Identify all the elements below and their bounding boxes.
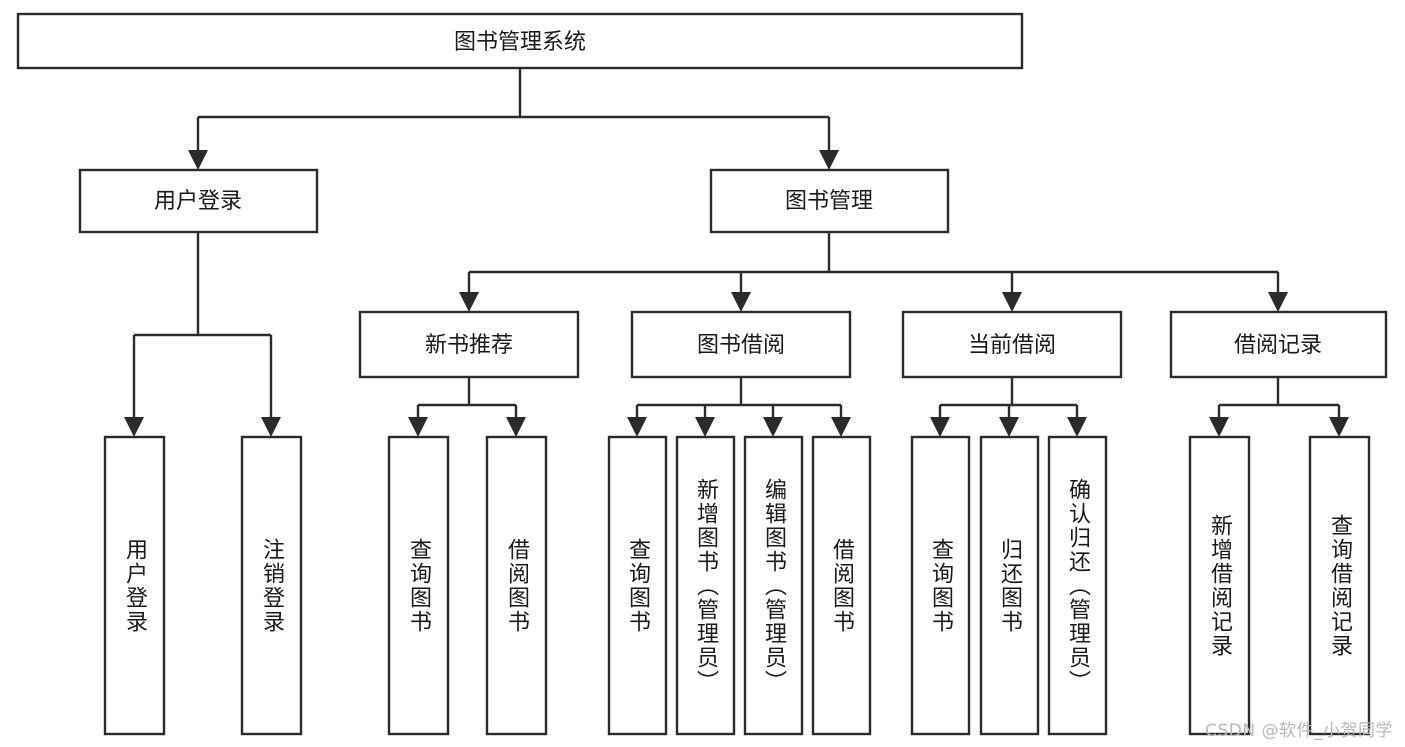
arrow-current-to-leaf-3 <box>1067 417 1087 437</box>
node-leaf-add-book-admin[interactable]: 新增图书（管理员） <box>675 435 736 736</box>
arrow-book-mgmt-to-new-books <box>459 292 479 312</box>
node-leaf-query-borrow-record-label: 查询借阅记录 <box>1327 514 1353 658</box>
csdn-watermark: CSDN @软件_小贺同学 <box>1205 721 1393 741</box>
node-leaf-query-books[interactable]: 查询图书 <box>607 435 668 736</box>
node-leaf-query-books-new[interactable]: 查询图书 <box>387 435 450 736</box>
node-borrow-records[interactable]: 借阅记录 <box>1169 310 1388 379</box>
arrow-records-to-leaf-1 <box>1209 417 1229 437</box>
node-leaf-edit-book-admin[interactable]: 编辑图书（管理员） <box>743 435 804 736</box>
node-borrow-records-label: 借阅记录 <box>1234 333 1322 358</box>
arrow-user-login-to-leaf-2 <box>261 417 281 437</box>
node-leaf-borrow-books-new[interactable]: 借阅图书 <box>485 435 548 736</box>
node-current-borrow-label: 当前借阅 <box>968 333 1056 358</box>
node-leaf-add-borrow-record-label: 新增借阅记录 <box>1207 514 1233 658</box>
node-leaf-query-books-current-box[interactable] <box>910 435 971 736</box>
node-leaf-return-books-box[interactable] <box>979 435 1040 736</box>
node-leaf-confirm-return-admin[interactable]: 确认归还（管理员） <box>1047 435 1108 736</box>
node-leaf-query-borrow-record-box[interactable] <box>1308 435 1371 736</box>
node-leaf-query-books-box[interactable] <box>607 435 668 736</box>
node-book-borrow-label: 图书借阅 <box>697 333 785 358</box>
arrow-book-mgmt-to-current <box>1002 292 1022 312</box>
node-leaf-user-login[interactable]: 用户登录 <box>103 435 166 736</box>
node-book-borrow-box[interactable] <box>630 310 852 379</box>
arrow-borrow-to-leaf-1 <box>627 417 647 437</box>
node-leaf-query-books-current-label: 查询图书 <box>928 538 954 634</box>
node-user-login-label: 用户登录 <box>154 189 242 214</box>
arrow-new-books-to-leaf-1 <box>408 417 428 437</box>
node-leaf-query-borrow-record[interactable]: 查询借阅记录 <box>1308 435 1371 736</box>
node-user-login[interactable]: 用户登录 <box>78 168 319 234</box>
arrow-borrow-to-leaf-3 <box>763 417 783 437</box>
arrow-current-to-leaf-2 <box>999 417 1019 437</box>
node-new-book-recommend-box[interactable] <box>358 310 580 379</box>
arrow-new-books-to-leaf-2 <box>506 417 526 437</box>
arrow-current-to-leaf-1 <box>930 417 950 437</box>
node-current-borrow-box[interactable] <box>901 310 1123 379</box>
node-new-book-recommend[interactable]: 新书推荐 <box>358 310 580 379</box>
arrow-book-mgmt-to-records <box>1268 292 1288 312</box>
node-book-borrow[interactable]: 图书借阅 <box>630 310 852 379</box>
node-leaf-return-books-label: 归还图书 <box>997 538 1023 634</box>
arrow-book-mgmt-to-borrow <box>731 292 751 312</box>
node-leaf-user-login-label: 用户登录 <box>122 538 148 634</box>
arrow-user-login-to-leaf-1 <box>124 417 144 437</box>
node-leaf-return-books[interactable]: 归还图书 <box>979 435 1040 736</box>
node-book-management-box[interactable] <box>709 168 950 234</box>
edge-layer <box>124 68 1349 437</box>
node-leaf-edit-book-admin-label: 编辑图书（管理员） <box>761 478 787 694</box>
node-user-login-box[interactable] <box>78 168 319 234</box>
node-current-borrow[interactable]: 当前借阅 <box>901 310 1123 379</box>
node-leaf-add-book-admin-label: 新增图书（管理员） <box>693 478 719 694</box>
node-leaf-logout-label: 注销登录 <box>259 538 285 634</box>
node-leaf-query-books-new-box[interactable] <box>387 435 450 736</box>
node-new-book-recommend-label: 新书推荐 <box>425 333 513 358</box>
arrow-root-to-user-login <box>188 150 208 170</box>
arrow-root-to-book-mgmt <box>819 150 839 170</box>
node-leaf-borrow-books-new-box[interactable] <box>485 435 548 736</box>
node-leaf-add-borrow-record-box[interactable] <box>1188 435 1251 736</box>
node-borrow-records-box[interactable] <box>1169 310 1388 379</box>
node-leaf-logout-box[interactable] <box>240 435 303 736</box>
node-leaf-add-borrow-record[interactable]: 新增借阅记录 <box>1188 435 1251 736</box>
node-leaf-borrow-books-new-label: 借阅图书 <box>504 538 530 634</box>
node-root-box[interactable] <box>16 12 1024 70</box>
node-leaf-query-books-label: 查询图书 <box>625 538 651 634</box>
node-leaf-borrow-books-box[interactable] <box>811 435 872 736</box>
arrow-borrow-to-leaf-4 <box>831 417 851 437</box>
node-root[interactable]: 图书管理系统 <box>16 12 1024 70</box>
node-leaf-borrow-books-label: 借阅图书 <box>829 538 855 634</box>
node-leaf-user-login-box[interactable] <box>103 435 166 736</box>
node-leaf-query-books-current[interactable]: 查询图书 <box>910 435 971 736</box>
node-book-management[interactable]: 图书管理 <box>709 168 950 234</box>
node-leaf-borrow-books[interactable]: 借阅图书 <box>811 435 872 736</box>
node-leaf-logout[interactable]: 注销登录 <box>240 435 303 736</box>
node-leaf-query-books-new-label: 查询图书 <box>406 538 432 634</box>
node-leaf-edit-book-admin-box[interactable] <box>743 435 804 736</box>
arrow-records-to-leaf-2 <box>1329 417 1349 437</box>
node-leaf-confirm-return-admin-box[interactable] <box>1047 435 1108 736</box>
node-book-management-label: 图书管理 <box>785 189 873 214</box>
node-root-label: 图书管理系统 <box>454 30 586 55</box>
arrow-borrow-to-leaf-2 <box>695 417 715 437</box>
node-leaf-add-book-admin-box[interactable] <box>675 435 736 736</box>
node-leaf-confirm-return-admin-label: 确认归还（管理员） <box>1065 478 1091 694</box>
